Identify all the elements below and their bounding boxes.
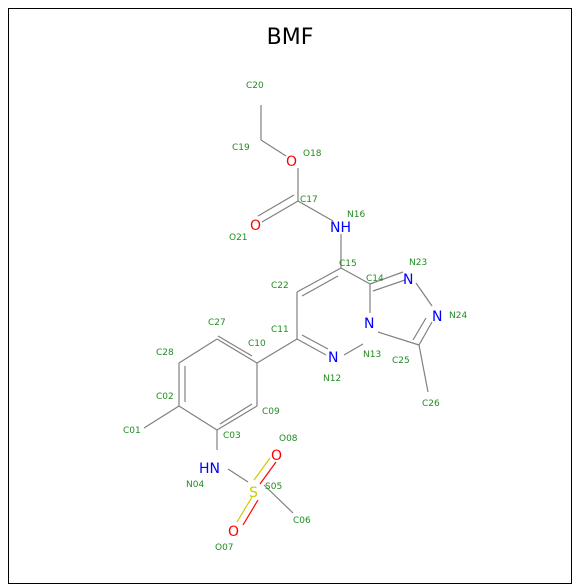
- element-o07: O: [228, 524, 239, 540]
- atom-label: O21: [229, 233, 248, 243]
- bond-c02-c01: [143, 405, 180, 429]
- bond-n23-n24: [415, 282, 433, 307]
- atom-labels: C20 C19 O18 C17 O21 N16 C15 C22 C14 N23 …: [123, 81, 467, 553]
- bond-c19-o18: [260, 139, 287, 157]
- atom-label: C14: [366, 274, 384, 284]
- atom-label: C10: [248, 339, 266, 349]
- atom-label: N12: [323, 374, 341, 384]
- bond-c27-c28: [178, 338, 218, 364]
- bond-s05-o07-a: [236, 496, 253, 523]
- bond-c17-n16: [297, 200, 334, 222]
- element-n23: N: [403, 272, 413, 288]
- element-n04: HN: [199, 461, 220, 477]
- bond-c11-n12-inner: [301, 334, 329, 350]
- bond-c25-c26: [418, 344, 429, 393]
- atom-label: C27: [208, 318, 226, 328]
- bond-n24-c25-a: [418, 321, 433, 346]
- atom-label: C22: [271, 281, 289, 291]
- atom-label: N16: [347, 210, 365, 220]
- element-n12: N: [328, 350, 338, 366]
- atom-label: N04: [186, 480, 204, 490]
- bond-c02-c03: [178, 405, 218, 431]
- atom-label: C17: [300, 195, 318, 205]
- element-o08: O: [271, 448, 282, 464]
- atom-label: N23: [409, 258, 427, 268]
- element-symbols: O O NH N N N N HN S O O: [199, 154, 442, 540]
- bond-c11-c10: [256, 338, 298, 364]
- atom-label: N24: [449, 311, 467, 321]
- bond-n24-c25-b: [412, 317, 427, 341]
- atom-label: C06: [293, 516, 311, 526]
- bond-c17-o21-b: [257, 194, 295, 217]
- atom-label: C01: [123, 426, 141, 436]
- bond-s05-o07-b: [242, 499, 259, 526]
- bond-s05-o08-a: [253, 457, 271, 481]
- atom-label: C15: [339, 259, 357, 269]
- atom-label: C20: [246, 81, 264, 91]
- bond-c15-c22: [296, 267, 342, 293]
- atom-label: C11: [271, 325, 289, 335]
- bond-c15-c14: [340, 267, 371, 285]
- bond-s05-o08-b: [259, 461, 277, 485]
- atom-label: N13: [363, 350, 381, 360]
- atom-label: C02: [156, 392, 174, 402]
- atom-label: C19: [232, 143, 250, 153]
- atom-label: O08: [279, 434, 298, 444]
- image-frame: BMF: [8, 8, 572, 584]
- atom-label: C28: [156, 348, 174, 358]
- bond-n12-n13: [343, 343, 364, 356]
- bond-c11-n12: [296, 338, 327, 356]
- element-o18: O: [286, 154, 297, 170]
- element-o21: O: [250, 218, 261, 234]
- molecule-title: BMF: [266, 25, 314, 50]
- atom-label: S05: [265, 482, 282, 492]
- atom-label: C26: [422, 399, 440, 409]
- bond-s05-c06: [263, 484, 294, 514]
- bond-c14-n23-a: [369, 271, 404, 285]
- atom-label: O18: [303, 149, 322, 159]
- element-n13: N: [364, 316, 374, 332]
- bond-c03-c09: [216, 405, 258, 431]
- atom-label: O07: [215, 543, 234, 553]
- atom-label: C09: [262, 407, 280, 417]
- atom-label: C25: [392, 356, 410, 366]
- bond-c25-n13: [377, 331, 420, 346]
- bond-c10-c27-inner: [217, 335, 253, 357]
- atom-label: C03: [223, 431, 241, 441]
- bond-c14-n23-b: [372, 279, 406, 292]
- bonds: [143, 105, 433, 526]
- bond-c03-c09-inner: [219, 403, 253, 425]
- element-s05: S: [249, 485, 258, 501]
- bond-c17-o21-a: [261, 200, 299, 223]
- bond-n04-s05: [227, 468, 249, 483]
- bond-c10-c27: [216, 338, 258, 364]
- element-n24: N: [432, 309, 442, 325]
- bond-c15-c22-inner: [301, 275, 339, 297]
- element-n16: NH: [330, 220, 351, 236]
